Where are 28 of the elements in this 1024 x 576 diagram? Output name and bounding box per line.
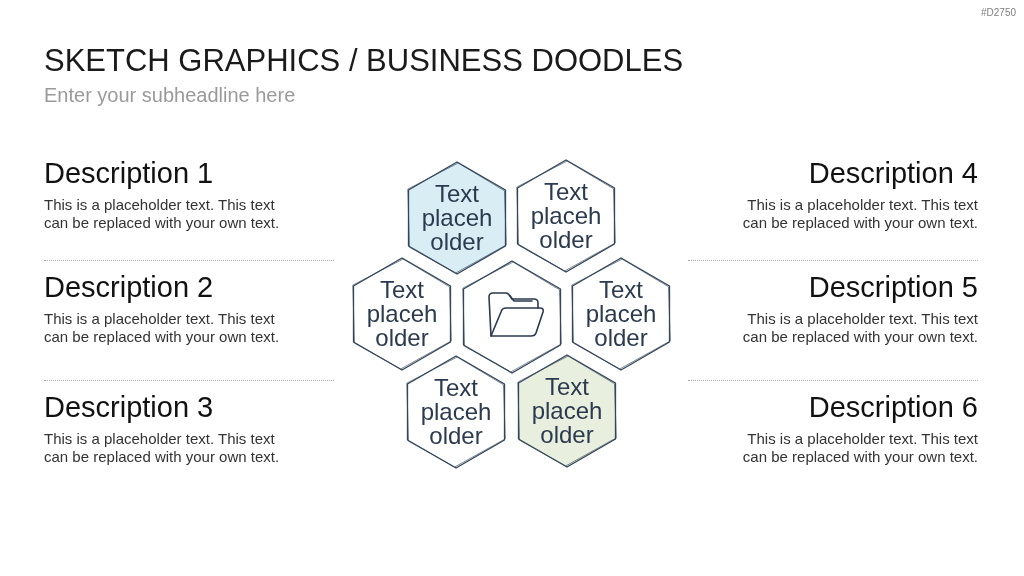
description-heading: Description 6 [808, 390, 978, 424]
node-text: Text placeh older [530, 180, 602, 252]
description-heading: Description 2 [44, 270, 214, 304]
description-text: This is a placeholder text. This text can be replaced with your own text. [44, 196, 281, 232]
description-text: This is a placeholder text. This text can be replaced with your own text. [44, 310, 281, 346]
description-text: This is a placeholder text. This text can be replaced with your own text. [741, 196, 978, 232]
node-text: Text placeh older [585, 278, 657, 350]
hexagon-node [405, 159, 509, 277]
hexagon-node [460, 258, 564, 376]
slide-title: SKETCH GRAPHICS / BUSINESS DOODLES [44, 43, 684, 79]
description-heading: Description 5 [808, 270, 978, 304]
hexagon-node [404, 353, 508, 471]
description-heading: Description 3 [44, 390, 214, 424]
hexagon-node [569, 255, 673, 373]
node-text: Text placeh older [421, 182, 493, 254]
node-text: Text placeh older [366, 278, 438, 350]
slide-code: #D2750 [980, 7, 1016, 19]
hexagon-node [514, 157, 618, 275]
hexagon-node [350, 255, 454, 373]
description-text: This is a placeholder text. This text can be replaced with your own text. [741, 430, 978, 466]
hexagon-node [515, 352, 619, 470]
node-text: Text placeh older [420, 376, 492, 448]
description-text: This is a placeholder text. This text can be replaced with your own text. [741, 310, 978, 346]
description-text: This is a placeholder text. This text can be replaced with your own text. [44, 430, 281, 466]
subtitle: Enter your subheadline here [44, 83, 296, 107]
description-heading: Description 4 [808, 156, 978, 190]
description-heading: Description 1 [44, 156, 214, 190]
node-text: Text placeh older [531, 375, 603, 447]
